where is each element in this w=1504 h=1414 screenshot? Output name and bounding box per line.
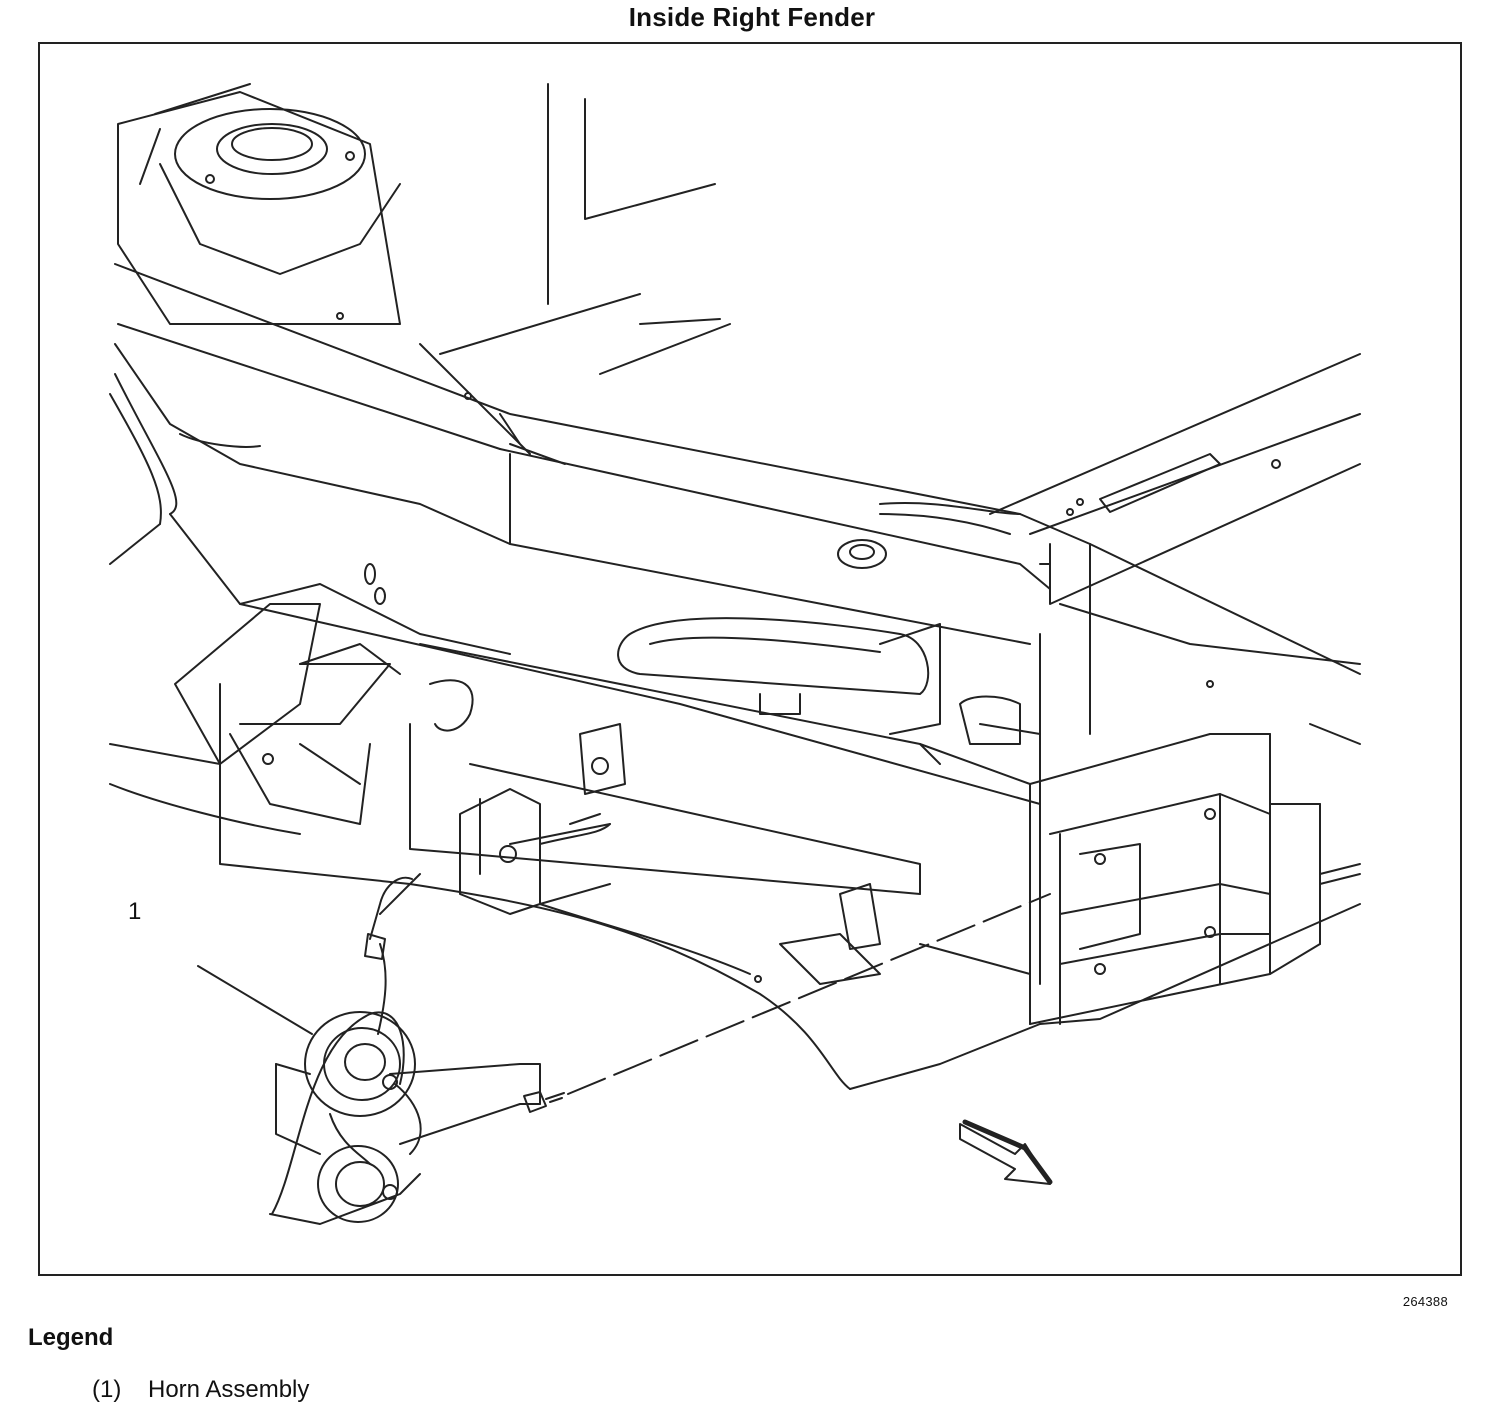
diagram-frame: [38, 42, 1462, 1276]
horn-bolt: [523, 1091, 565, 1113]
left-fender-apron: [109, 343, 511, 655]
bolt-leader-line: [567, 893, 1051, 1095]
legend-heading: Legend: [28, 1324, 114, 1351]
front-direction-arrow: [959, 1119, 1053, 1185]
legend-item-number: (1): [92, 1376, 122, 1403]
figure-id: 264388: [1402, 1294, 1448, 1309]
right-upper-rail: [989, 353, 1361, 605]
legend-item-label: Horn Assembly: [148, 1376, 310, 1403]
callout-leader-line: [197, 965, 313, 1035]
vehicle-front-structure-drawing: [109, 83, 1361, 1225]
right-background: [1059, 543, 1361, 875]
callout-number-1: 1: [128, 898, 142, 925]
diagram-title: Inside Right Fender: [628, 2, 876, 32]
strut-tower: [117, 83, 401, 325]
legend-item: (1) Horn Assembly: [92, 1376, 309, 1404]
upper-cross-beam: [114, 263, 1091, 645]
right-frame-rail: [919, 633, 1321, 1025]
lower-subframe: [409, 873, 1361, 1090]
background-lines: [419, 83, 731, 455]
horn-assembly: [269, 873, 541, 1225]
lower-cross-member: [109, 603, 1041, 895]
left-lower-bracket: [174, 603, 474, 825]
